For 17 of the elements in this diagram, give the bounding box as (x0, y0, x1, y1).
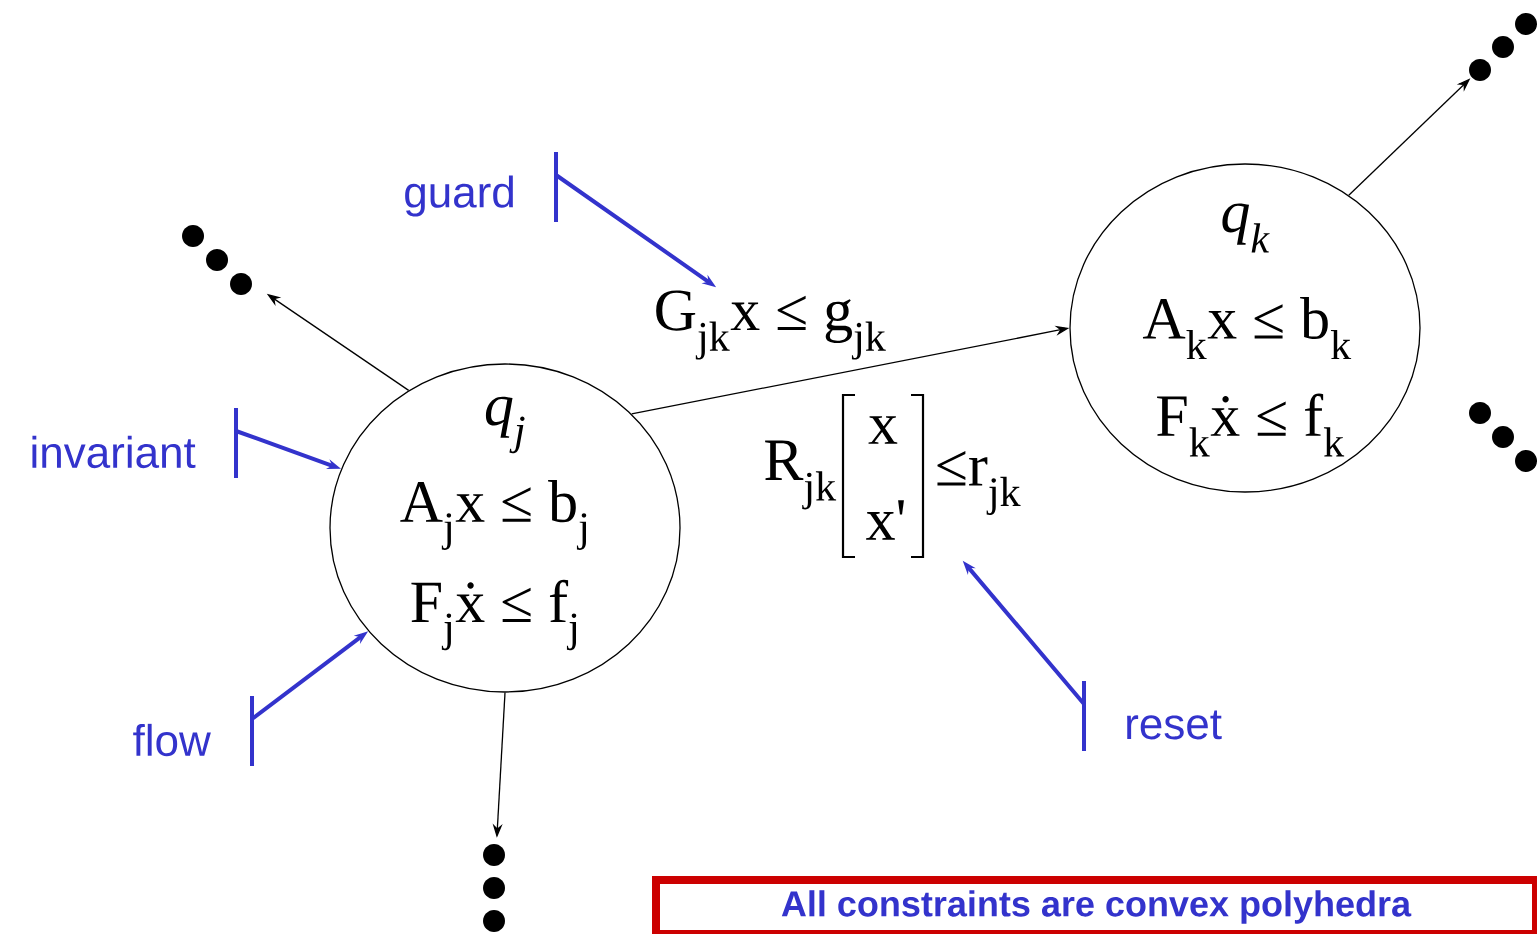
callout-label: guard (405, 175, 513, 217)
state-name: q$_{j}$ (485, 396, 525, 454)
ellipsis-dots (182, 225, 252, 295)
callout-label: reset (1127, 710, 1222, 740)
reset-formula: R$_{jk}$ x x' ≤r$_{jk}$ (765, 393, 1021, 559)
constraint-formula: A$_{j}$x ≤ b$_{j}$ (400, 480, 587, 550)
constraint-formula: A$_{k}$x ≤ b$_{k}$ (1142, 296, 1352, 360)
note-box: All constraints are convex polyhedra (652, 876, 1537, 934)
callout-label: invariant (32, 435, 196, 469)
constraint-formula: F$_{j}$ẋ ≤ f$_{j}$ (411, 579, 577, 651)
state-name: q$_{k}$ (1222, 203, 1270, 253)
ellipsis-dots (1469, 13, 1537, 81)
callout-label: flow (133, 723, 211, 757)
guard-formula: G$_{jk}$x ≤ g$_{jk}$ (656, 290, 886, 360)
ellipsis-dots (1469, 402, 1537, 472)
ellipsis-dots (483, 844, 505, 932)
constraint-formula: F$_{k}$ẋ ≤ f$_{k}$ (1157, 393, 1345, 457)
